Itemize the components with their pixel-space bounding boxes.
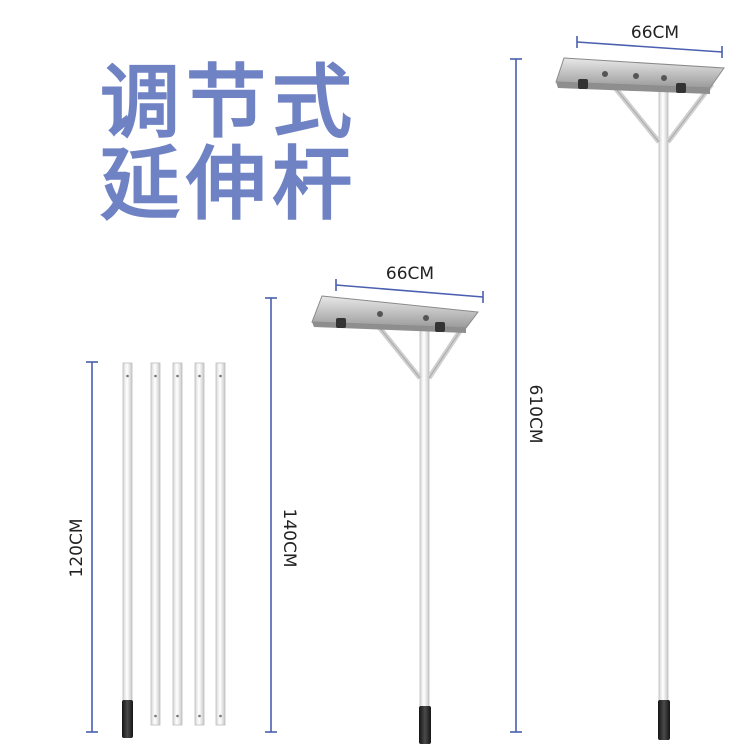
tall-clamp-right xyxy=(676,83,686,93)
dimension-poles: 120CM xyxy=(67,361,98,733)
short-grip xyxy=(419,706,431,744)
dimension-short-assembly: 140CM xyxy=(265,297,299,733)
pole-2 xyxy=(150,362,161,726)
tall-grip xyxy=(658,700,670,740)
title-line-2: 延伸杆 xyxy=(100,138,358,231)
short-clamp-left xyxy=(336,318,346,328)
dimension-label-short-assembly: 140CM xyxy=(279,509,299,568)
dimension-short-head: 66CM xyxy=(335,264,484,303)
title-line-1: 调节式 xyxy=(100,56,358,149)
short-pole xyxy=(419,319,430,713)
pole-3 xyxy=(172,362,183,726)
pole-5 xyxy=(215,362,226,726)
tall-assembly xyxy=(555,57,725,740)
dimension-tall-assembly: 610CM xyxy=(510,58,545,733)
short-clamp-right xyxy=(435,322,445,332)
dimension-tall-head: 66CM xyxy=(576,23,723,58)
grip xyxy=(122,700,133,738)
short-assembly xyxy=(311,295,479,744)
loose-poles xyxy=(122,362,226,738)
tall-pole xyxy=(658,83,669,707)
tall-clamp-left xyxy=(578,79,588,89)
pole-4 xyxy=(194,362,205,726)
dimension-label-tall-assembly: 610CM xyxy=(525,385,545,444)
pole-1 xyxy=(122,362,133,738)
dimension-label-short-head: 66CM xyxy=(386,264,434,284)
dimension-label-poles: 120CM xyxy=(67,519,87,578)
dimension-label-tall-head: 66CM xyxy=(631,23,679,43)
